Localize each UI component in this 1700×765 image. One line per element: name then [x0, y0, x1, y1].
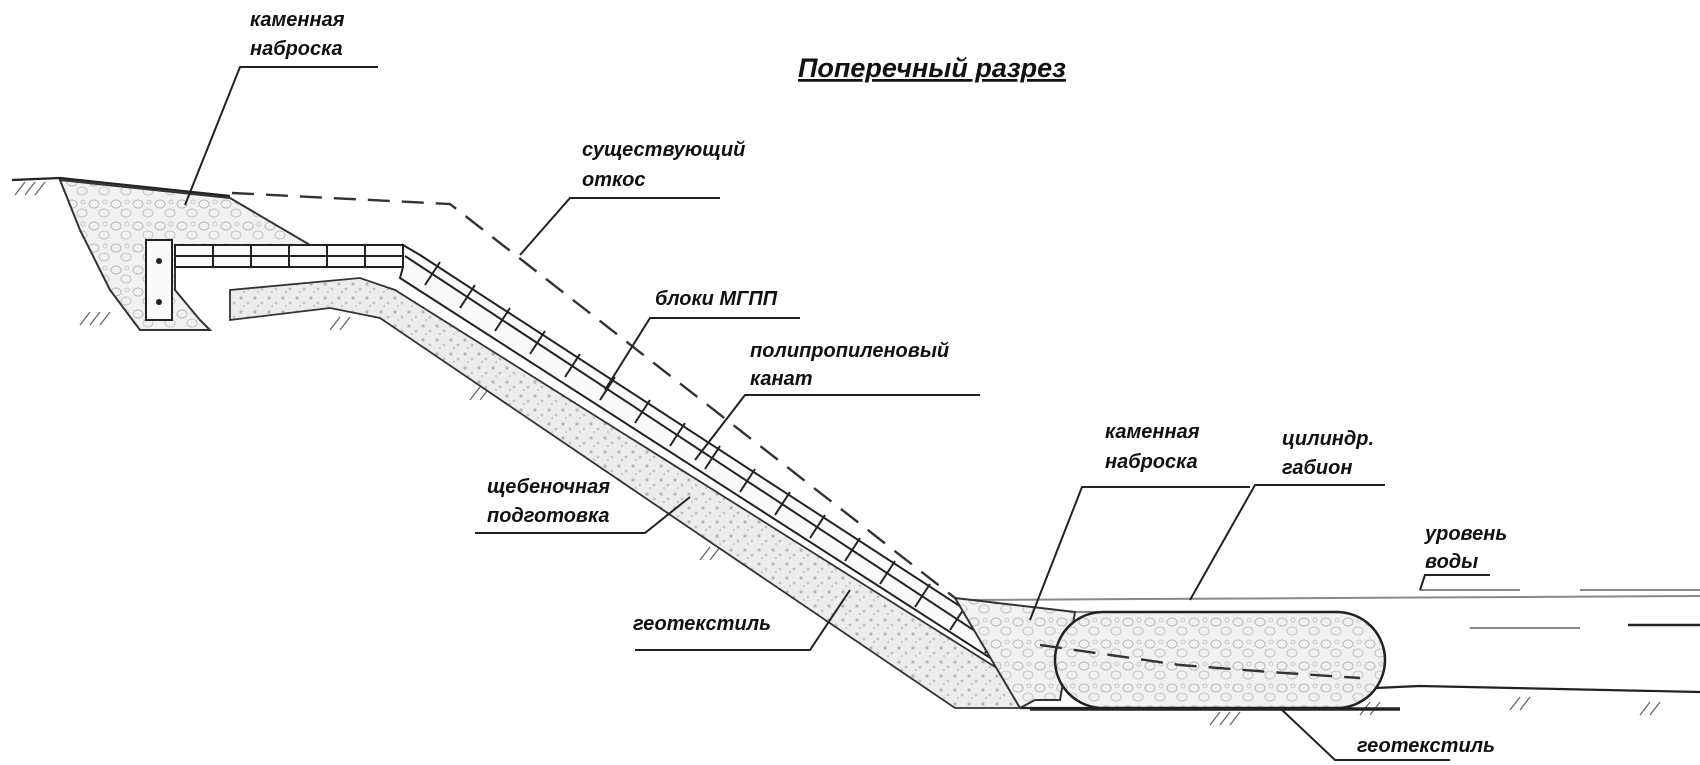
label-mgpp-blocks: блоки МГПП	[655, 288, 778, 310]
existing-slope-line	[231, 191, 956, 599]
label-rock-fill-bottom: каменная наброска	[1105, 421, 1205, 473]
rock-fill-top	[58, 178, 314, 331]
rock-fill-bottom	[953, 596, 1077, 710]
label-polypropylene-rope: полипропиленовый канат	[750, 340, 955, 390]
cylindrical-gabion	[1053, 610, 1387, 710]
label-geotextile-bottom: геотекстиль	[1357, 735, 1495, 757]
page-title: Поперечный разрез	[798, 53, 1066, 83]
gravel-bedding	[229, 277, 1037, 709]
anchor-bolt-2	[156, 299, 162, 305]
label-cylindrical-gabion: цилиндр. габион	[1282, 428, 1380, 479]
label-geotextile-slope: геотекстиль	[633, 613, 771, 635]
gabion-dashed-line	[1039, 643, 1361, 680]
label-existing-slope: существующий откос	[582, 139, 751, 191]
label-water-level: уровень воды	[1424, 523, 1513, 573]
leader-lines	[184, 66, 1490, 761]
label-gravel-bedding: щебеночная подготовка	[487, 476, 616, 527]
mgpp-blocks-top	[174, 244, 404, 268]
anchor-bolt-1	[156, 258, 162, 264]
ground-line-top	[11, 176, 231, 198]
label-rock-fill-top: каменная наброска	[250, 9, 350, 60]
anchor-plate	[145, 239, 173, 321]
